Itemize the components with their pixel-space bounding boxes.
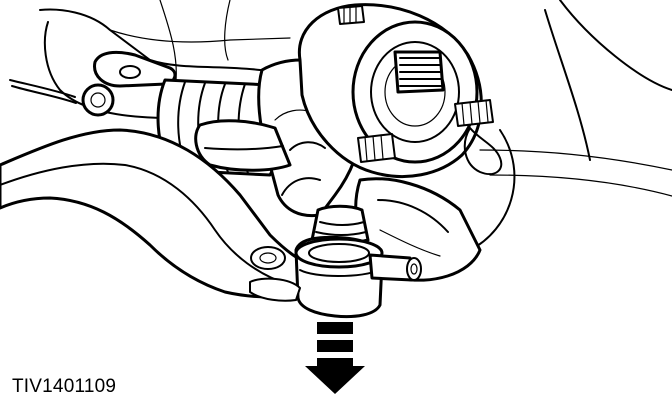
figure-reference-code: TIV1401109 xyxy=(12,376,117,397)
wheel-stud-right xyxy=(454,99,494,127)
pinch-bolt xyxy=(368,253,422,282)
axle-stud xyxy=(393,50,445,94)
mounting-bracket xyxy=(93,50,177,88)
right-body-outline xyxy=(469,0,672,251)
wheel-stud-top xyxy=(337,5,365,25)
brake-hose xyxy=(9,79,115,117)
knuckle-arm xyxy=(194,119,292,172)
down-arrow-icon xyxy=(305,322,365,394)
brake-line-loop xyxy=(463,127,503,176)
wheel-stud-bottom xyxy=(357,133,396,163)
ball-joint-housing xyxy=(294,235,384,319)
lower-bracket xyxy=(249,277,301,302)
